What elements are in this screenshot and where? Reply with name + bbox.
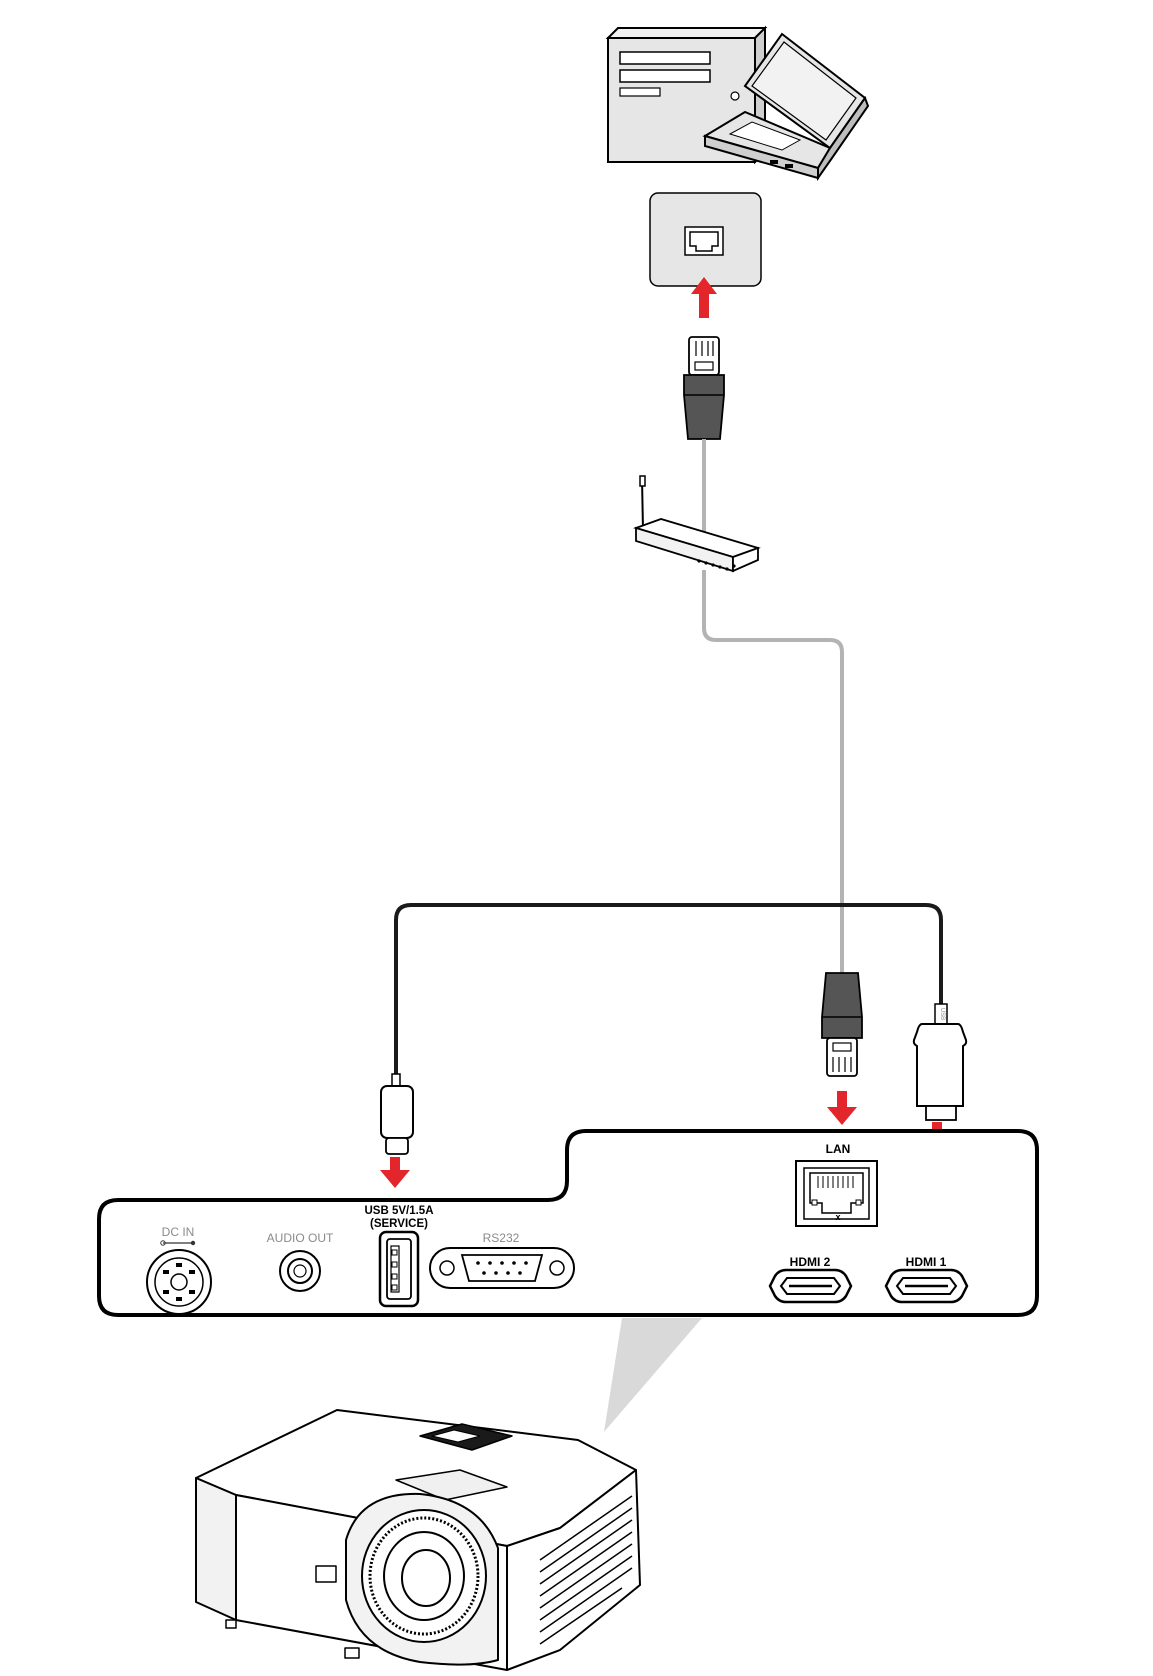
hdmi1-port-icon [884,1268,969,1304]
lan-label: LAN [826,1142,851,1156]
wall-lan-jack-icon [649,192,762,287]
audio-out-label: AUDIO OUT [267,1231,334,1245]
hdmi2-label: HDMI 2 [790,1255,831,1269]
zoom-wedge [604,1318,702,1432]
down-arrow-lan-icon [827,1091,857,1125]
dc-in-label: DC IN [162,1225,195,1239]
rs232-label: RS232 [483,1231,520,1245]
rj45-plug-panel-icon [821,972,863,1077]
rs232-port-icon [429,1247,575,1289]
usb-label-line2: (SERVICE) [370,1218,428,1230]
projector-icon [195,1409,641,1671]
laptop-icon [702,32,870,182]
usb-cable [394,903,943,1075]
usb-label-line1: USB 5V/1.5A [364,1205,433,1217]
lan-port-icon [795,1160,878,1227]
hdmi1-label: HDMI 1 [906,1255,947,1269]
lan-port-mark: x [835,1212,840,1222]
usb-c-plug-icon [380,1073,414,1155]
usb-a-plug-icon: USB [912,1003,968,1121]
up-arrow-icon [691,277,717,318]
audio-out-port-icon [279,1250,321,1292]
ethernet-cable [702,439,844,973]
dc-in-port-icon [146,1240,212,1315]
router-icon [633,475,761,573]
usb-port-icon [378,1230,420,1308]
rj45-plug-icon [683,336,725,440]
hdmi2-port-icon [768,1268,853,1304]
down-arrow-usb-icon [380,1157,410,1188]
usb-plug-mark: USB [939,1008,945,1020]
